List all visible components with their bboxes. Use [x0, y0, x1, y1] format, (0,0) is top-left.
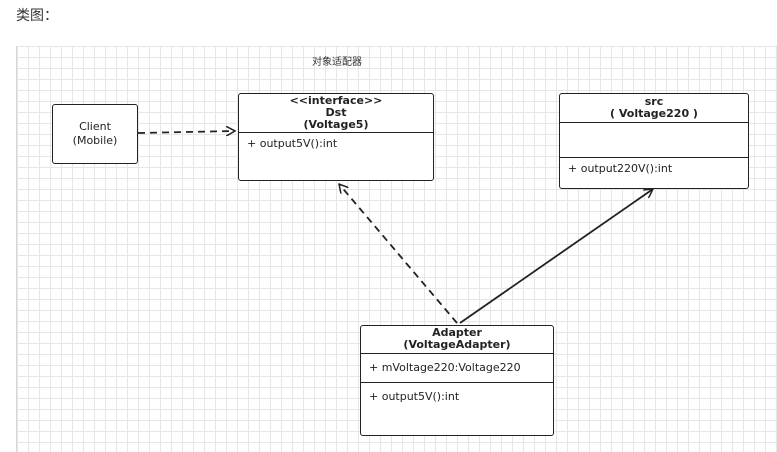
client-name: Client	[79, 120, 111, 133]
dst-name: Dst	[325, 106, 347, 119]
adapter-method: + output5V():int	[369, 390, 460, 403]
adapter-methods: + output5V():int	[361, 383, 553, 435]
adapter-alias: (VoltageAdapter)	[403, 338, 511, 351]
dst-header: <<interface>> Dst (Voltage5)	[239, 94, 433, 133]
client-dependency-arrow	[137, 131, 235, 133]
src-methods: + output220V():int	[560, 158, 748, 188]
src-name: src	[644, 95, 664, 108]
dst-alias: (Voltage5)	[303, 118, 369, 131]
client-alias: (Mobile)	[72, 134, 118, 147]
association-arrow	[459, 189, 653, 324]
adapter-field: + mVoltage220:Voltage220	[369, 361, 521, 374]
src-alias: ( Voltage220 )	[610, 107, 698, 120]
diagram-title: 对象适配器	[312, 57, 362, 68]
realization-arrow	[339, 184, 458, 324]
dst-method: + output5V():int	[247, 137, 338, 150]
adapter-name: Adapter	[432, 326, 482, 339]
src-method: + output220V():int	[568, 162, 673, 175]
src-header: src ( Voltage220 )	[560, 94, 748, 123]
adapter-class-box[interactable]: Adapter (VoltageAdapter) + mVoltage220:V…	[360, 325, 554, 436]
dst-interface-box[interactable]: <<interface>> Dst (Voltage5) + output5V(…	[238, 93, 434, 181]
adapter-header: Adapter (VoltageAdapter)	[361, 326, 553, 354]
src-fields	[560, 123, 748, 158]
uml-diagram-canvas: 对象适配器 Client (Mobile) <<interface>> Dst …	[16, 46, 777, 452]
page-heading: 类图：	[16, 8, 58, 24]
dst-stereotype: <<interface>>	[289, 94, 383, 107]
adapter-fields: + mVoltage220:Voltage220	[361, 354, 553, 383]
src-class-box[interactable]: src ( Voltage220 ) + output220V():int	[559, 93, 749, 189]
client-box[interactable]: Client (Mobile)	[52, 104, 138, 164]
connector-layer	[137, 46, 777, 324]
dst-methods: + output5V():int	[239, 133, 433, 180]
